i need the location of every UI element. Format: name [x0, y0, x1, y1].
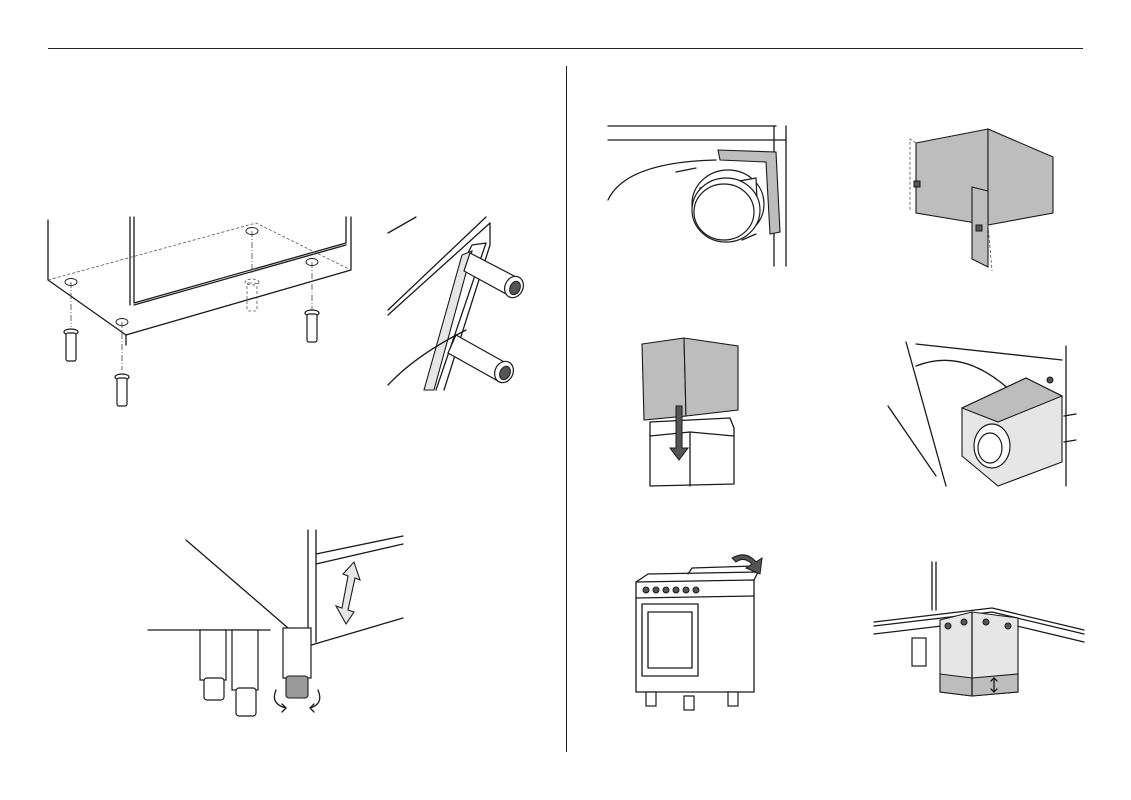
- adjustable-feet-screw-in-diagram: [46, 215, 366, 410]
- figure-flue-bracket: [606, 122, 802, 272]
- figure-cover-fixed: [886, 336, 1082, 496]
- column-divider: [566, 66, 567, 752]
- flue-bracket-screw-diagram: [606, 122, 802, 272]
- figure-tilt-cooker: [628, 552, 768, 722]
- height-adjust-foot-diagram: [148, 528, 410, 718]
- figure-cover-slide-down: [638, 336, 748, 496]
- figure-feet-fitting: [46, 215, 366, 410]
- cooker-tilt-diagram: [628, 552, 768, 722]
- figure-foot-adjustment: [148, 528, 410, 718]
- flue-cover-panel-diagram: [908, 125, 1058, 275]
- cover-height-adjust-diagram: [872, 560, 1088, 710]
- cover-slide-down-diagram: [638, 336, 748, 496]
- figure-rear-spacers: [386, 215, 566, 395]
- header-rule: [48, 48, 1083, 49]
- figure-cover-height: [872, 560, 1088, 710]
- cover-screwed-diagram: [886, 336, 1082, 496]
- rear-spacer-bars-diagram: [386, 215, 566, 395]
- figure-flue-cover-open: [908, 125, 1058, 275]
